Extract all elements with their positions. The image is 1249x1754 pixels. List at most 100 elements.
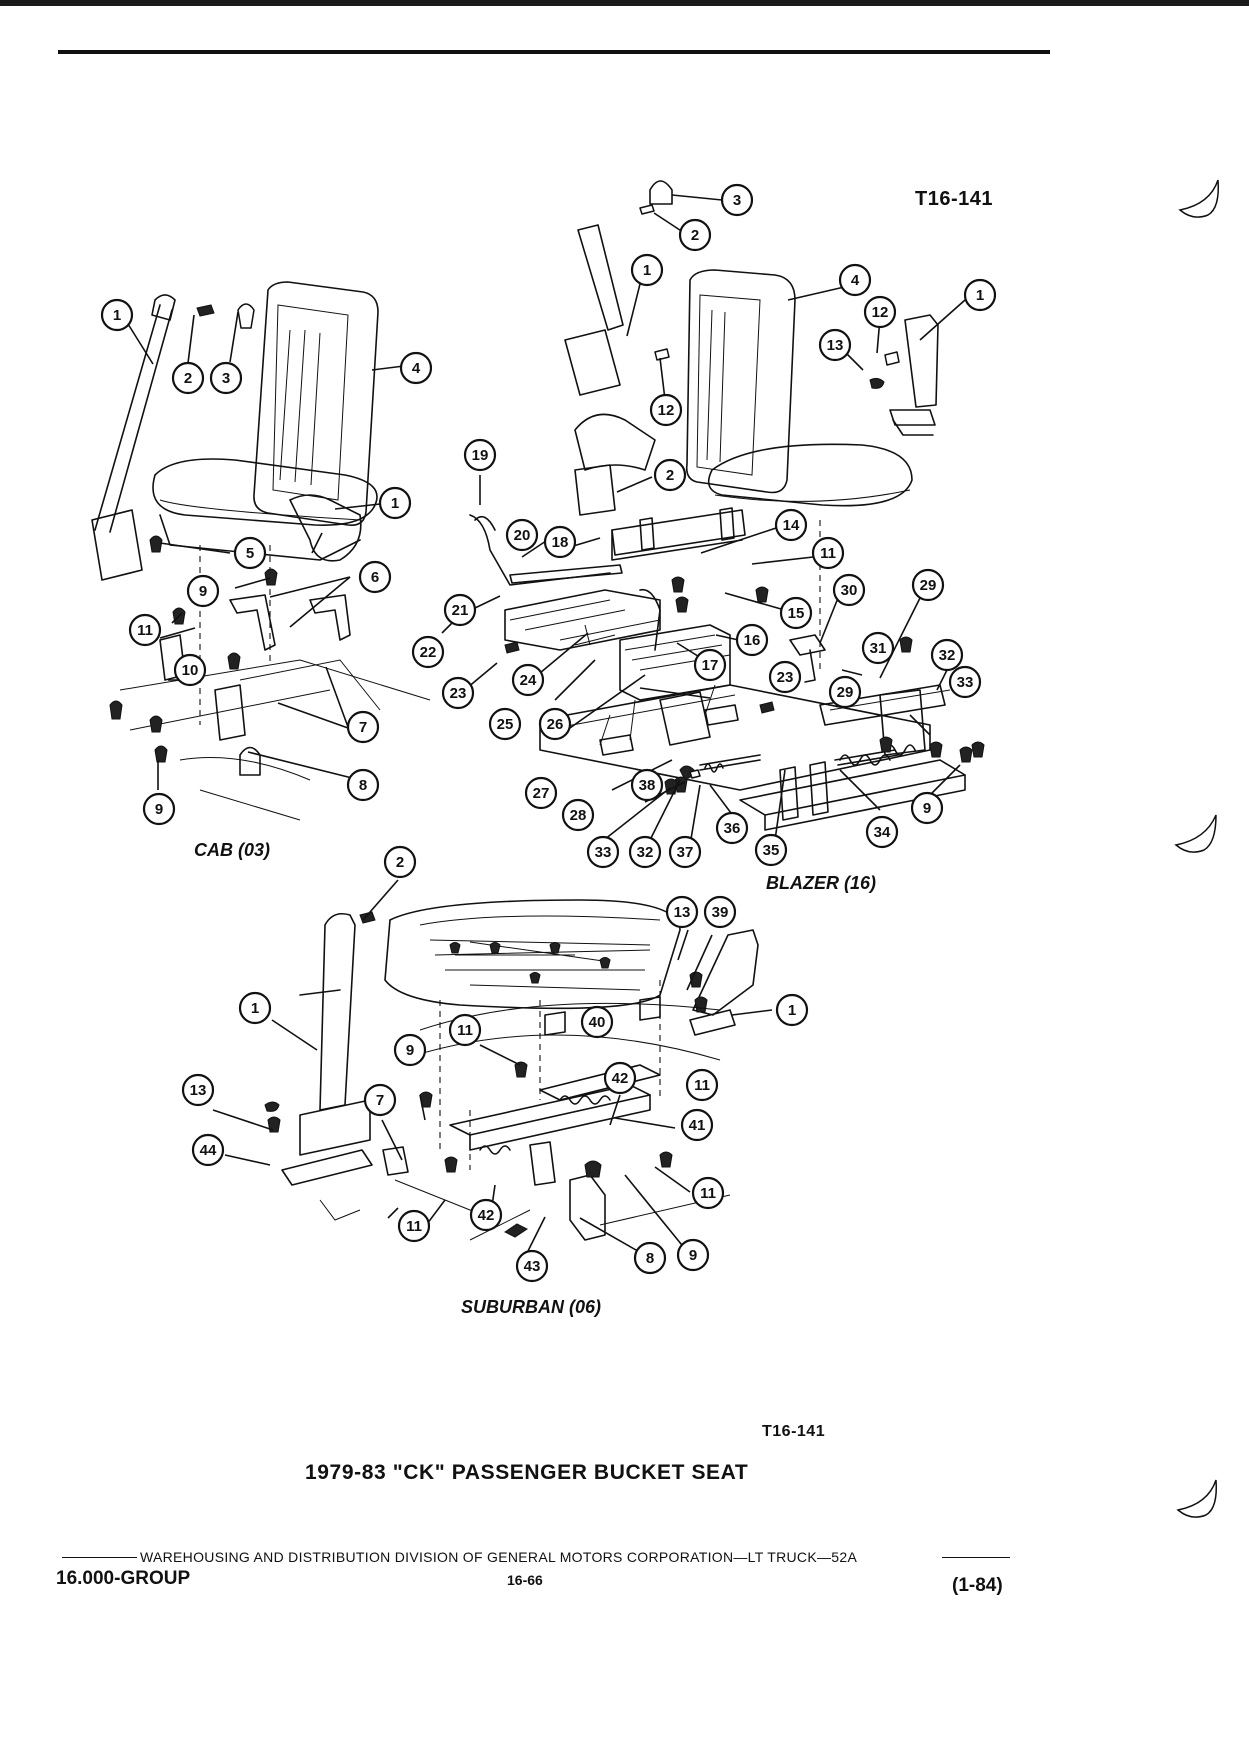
callout-blazer-18: 18 (543, 525, 577, 559)
cab-assembly-art (91, 281, 431, 821)
callout-blazer-25: 25 (488, 707, 522, 741)
callout-suburban-1a: 1 (775, 993, 809, 1027)
svg-text:29: 29 (920, 577, 937, 594)
svg-text:32: 32 (637, 844, 654, 861)
callout-suburban-7: 7 (363, 1083, 397, 1117)
svg-text:29: 29 (837, 684, 854, 701)
callout-cab-4: 4 (399, 351, 433, 385)
svg-text:32: 32 (939, 647, 956, 664)
callout-blazer-2a: 2 (678, 218, 712, 252)
svg-text:2: 2 (691, 227, 699, 244)
callout-blazer-15: 15 (779, 596, 813, 630)
svg-text:42: 42 (478, 1207, 495, 1224)
svg-text:9: 9 (155, 801, 163, 818)
callout-blazer-22: 22 (411, 635, 445, 669)
svg-text:37: 37 (677, 844, 694, 861)
callout-blazer-1b: 1 (963, 278, 997, 312)
callout-blazer-26: 26 (538, 707, 572, 741)
svg-text:40: 40 (589, 1014, 606, 1031)
callout-cab-11a: 11 (128, 613, 162, 647)
callout-cab-6: 6 (358, 560, 392, 594)
svg-text:44: 44 (200, 1142, 217, 1159)
callout-blazer-11: 11 (811, 536, 845, 570)
svg-text:43: 43 (524, 1258, 541, 1275)
svg-text:20: 20 (514, 527, 531, 544)
callout-blazer-31: 31 (861, 631, 895, 665)
callout-suburban-2: 2 (383, 845, 417, 879)
svg-text:11: 11 (457, 1022, 473, 1039)
svg-text:13: 13 (827, 337, 844, 354)
svg-text:9: 9 (199, 583, 207, 600)
svg-text:16: 16 (744, 632, 761, 649)
svg-text:31: 31 (870, 640, 887, 657)
svg-text:11: 11 (406, 1218, 422, 1235)
callout-suburban-11d: 11 (397, 1209, 431, 1243)
callout-cab-10: 10 (173, 653, 207, 687)
cab-callouts: 1 2 3 4 1 5 6 9 9 11 10 7 11 8 (0, 0, 433, 826)
svg-text:1: 1 (976, 287, 984, 304)
svg-text:9: 9 (0, 0, 8, 4)
callout-blazer-2b: 2 (653, 458, 687, 492)
svg-text:11: 11 (137, 622, 153, 639)
callout-blazer-12b: 12 (649, 393, 683, 427)
svg-text:5: 5 (246, 545, 254, 562)
scan-top-edge (0, 0, 1249, 6)
callout-cab-8: 8 (346, 768, 380, 802)
svg-text:21: 21 (452, 602, 469, 619)
callout-cab-5: 5 (233, 536, 267, 570)
callout-suburban-11a: 11 (448, 1013, 482, 1047)
svg-text:3: 3 (733, 192, 741, 209)
callout-suburban-42a: 42 (603, 1061, 637, 1095)
section-label-suburban: SUBURBAN (06) (461, 1297, 602, 1317)
svg-text:39: 39 (712, 904, 729, 921)
footer-rule-right (942, 1557, 1010, 1558)
svg-text:30: 30 (841, 582, 858, 599)
binder-hole-icon (1174, 179, 1220, 1518)
callout-cab-1a: 1 (100, 298, 134, 332)
svg-text:6: 6 (371, 569, 379, 586)
blazer-assembly-art (469, 180, 985, 831)
svg-text:17: 17 (702, 657, 719, 674)
callout-cab-9b: 9 (142, 792, 176, 826)
blazer-callouts: 3 2 1 4 12 13 1 12 19 2 20 18 14 11 21 2… (411, 183, 997, 869)
svg-text:28: 28 (570, 807, 587, 824)
callout-blazer-38: 38 (630, 768, 664, 802)
svg-text:19: 19 (472, 447, 489, 464)
callout-blazer-28: 28 (561, 798, 595, 832)
footer-rule-left (62, 1557, 137, 1558)
callout-cab-3: 3 (209, 361, 243, 395)
svg-text:13: 13 (190, 1082, 207, 1099)
svg-text:7: 7 (376, 1092, 384, 1109)
svg-text:12: 12 (872, 304, 889, 321)
callout-blazer-3: 3 (720, 183, 754, 217)
callout-blazer-12a: 12 (863, 295, 897, 329)
svg-text:33: 33 (595, 844, 612, 861)
svg-text:24: 24 (520, 672, 537, 689)
svg-text:36: 36 (724, 820, 741, 837)
svg-text:2: 2 (666, 467, 674, 484)
svg-text:9: 9 (406, 1042, 414, 1059)
callout-suburban-42b: 42 (469, 1198, 503, 1232)
callout-suburban-44: 44 (191, 1133, 225, 1167)
svg-text:9: 9 (689, 1247, 697, 1264)
callout-blazer-14: 14 (774, 508, 808, 542)
callout-cab-9a: 9 (186, 574, 220, 608)
callout-blazer-1a: 1 (630, 253, 664, 287)
suburban-assembly-art (264, 899, 759, 1241)
svg-text:1: 1 (391, 495, 399, 512)
svg-text:1: 1 (113, 307, 121, 324)
footer-date: (1-84) (952, 1575, 1003, 1596)
callout-cab-9c: 9 (0, 0, 8, 4)
callout-suburban-9b: 9 (676, 1238, 710, 1272)
svg-text:23: 23 (777, 669, 794, 686)
header-rule (58, 50, 1050, 54)
callout-blazer-35: 35 (754, 833, 788, 867)
callout-suburban-13a: 13 (665, 895, 699, 929)
figure-id-top: T16-141 (915, 188, 993, 210)
svg-text:11: 11 (694, 1077, 710, 1094)
callout-blazer-30: 30 (832, 573, 866, 607)
svg-text:25: 25 (497, 716, 514, 733)
svg-text:12: 12 (658, 402, 675, 419)
callout-blazer-24: 24 (511, 663, 545, 697)
